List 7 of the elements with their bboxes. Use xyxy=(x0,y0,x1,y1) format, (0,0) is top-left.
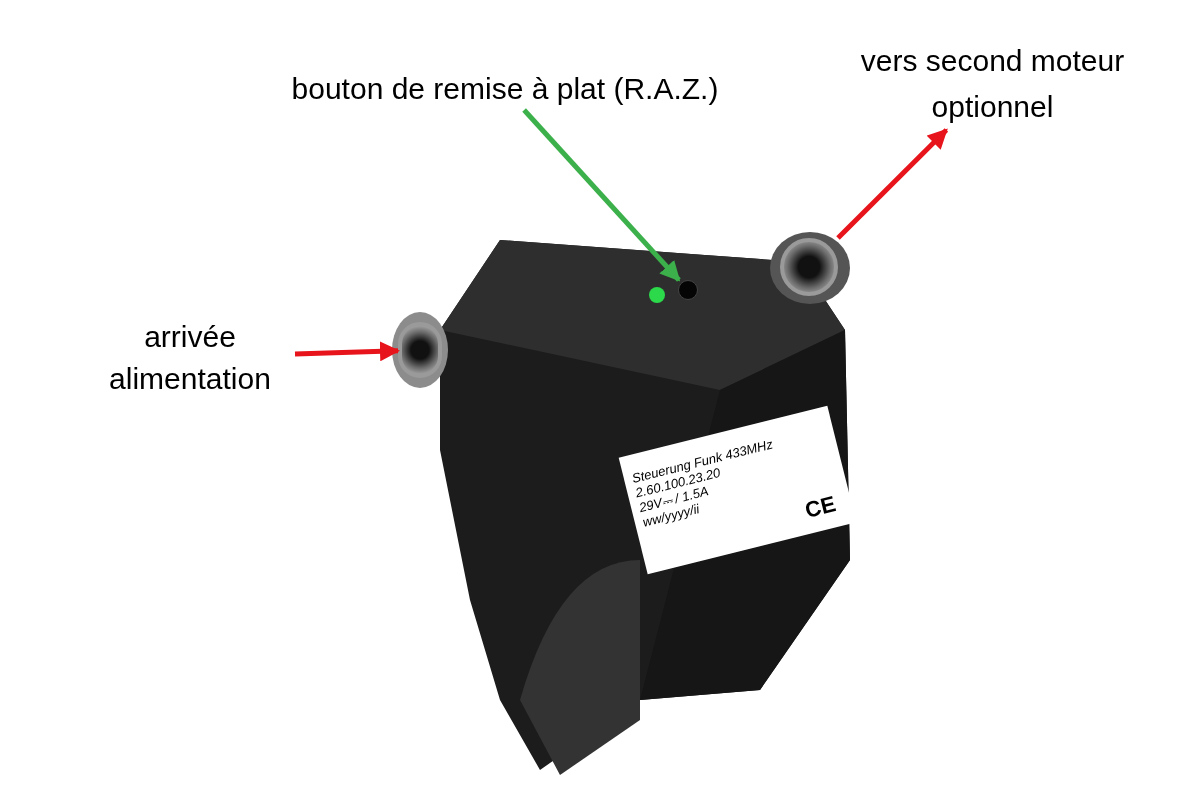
callout-label: arrivée alimentation xyxy=(108,318,272,397)
certification-mark: CE xyxy=(803,496,837,518)
arrow xyxy=(836,128,949,240)
callout-label: vers second moteur optionnel xyxy=(859,43,1126,125)
arrow xyxy=(294,341,400,362)
arrow xyxy=(522,108,681,282)
callout-label: bouton de remise à plat (R.A.Z.) xyxy=(291,71,719,107)
